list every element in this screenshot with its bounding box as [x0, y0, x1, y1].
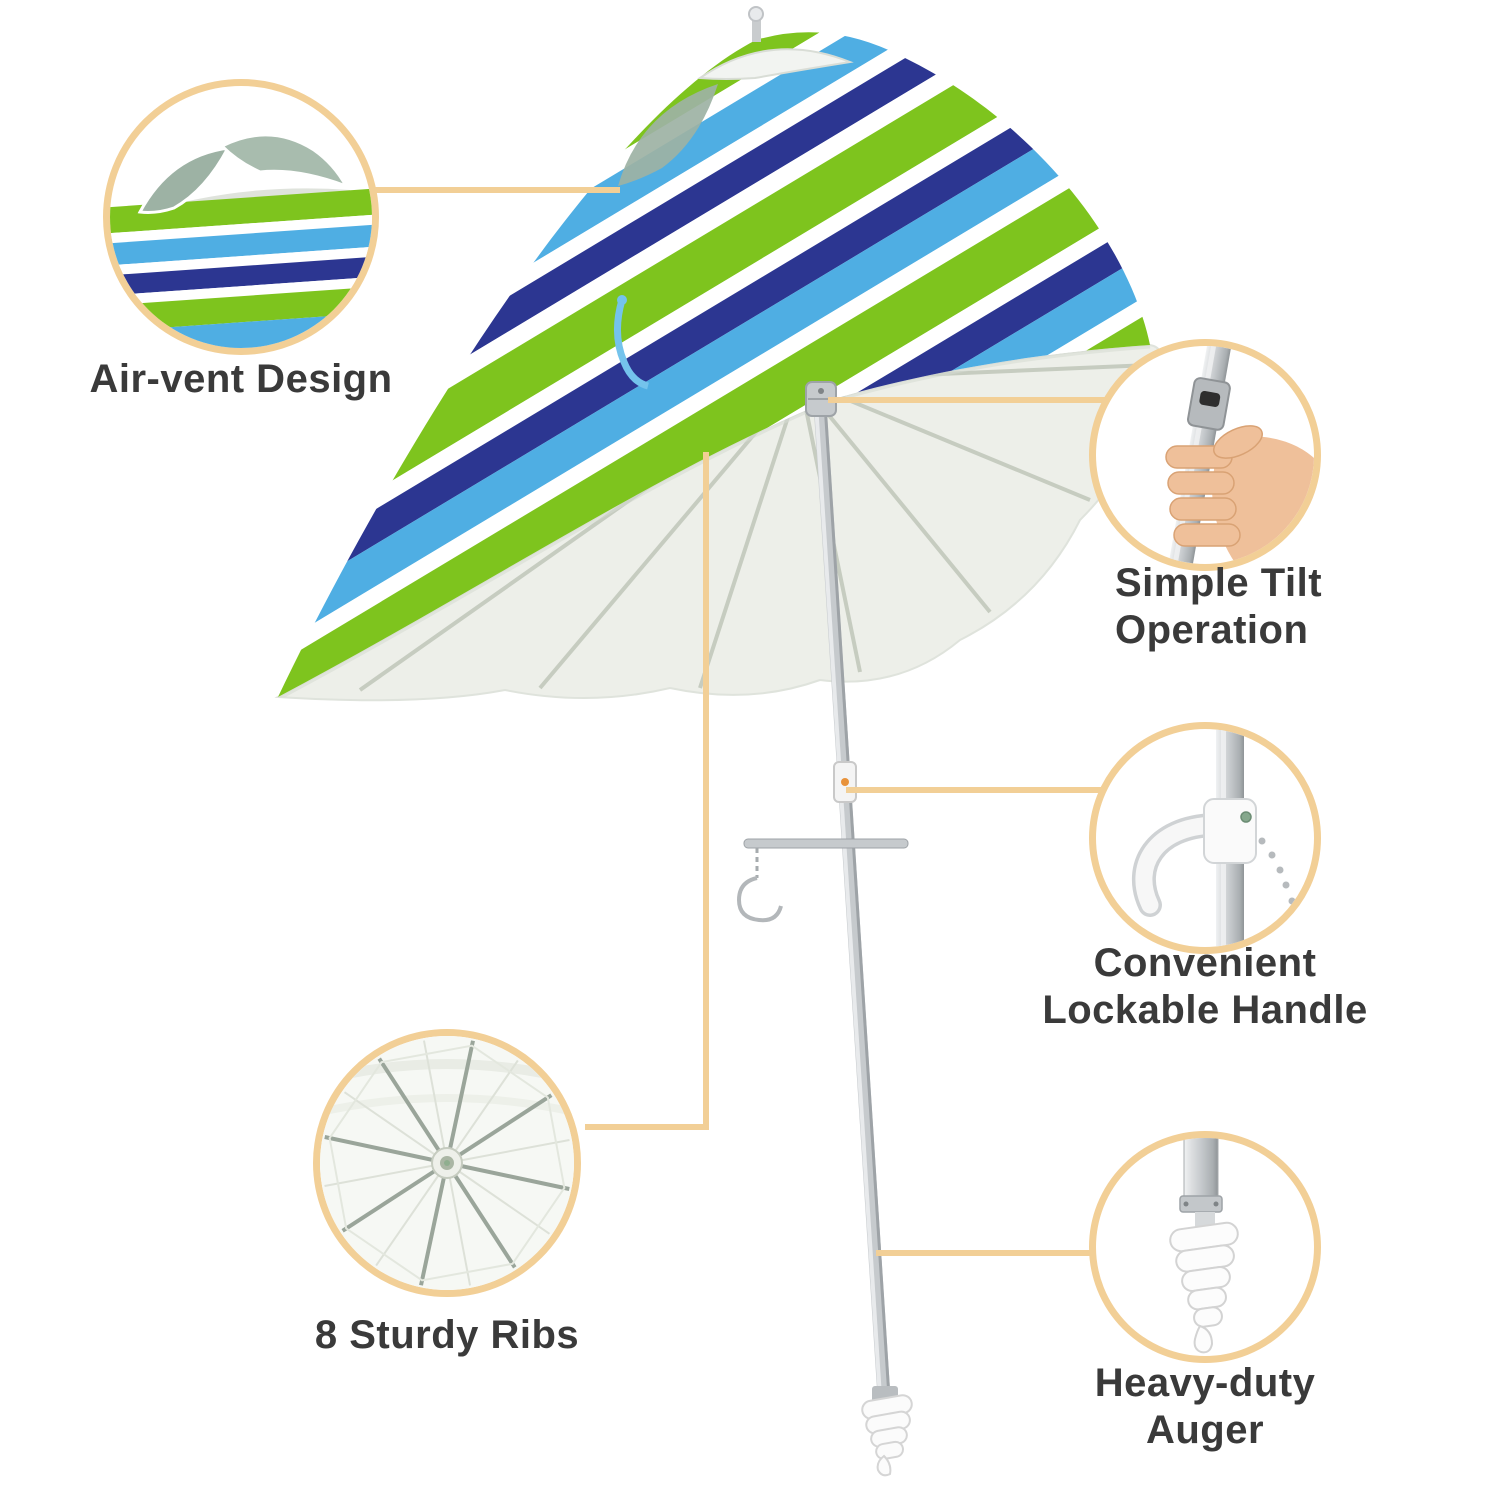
label-line: Simple Tilt: [1115, 561, 1323, 605]
callout-air-vent: [103, 79, 379, 355]
callout-handle: [1089, 722, 1321, 954]
tilt-joint: [805, 381, 837, 417]
canopy-underside: [274, 343, 1162, 702]
label-line: Auger: [1145, 1408, 1265, 1453]
label-line: 8 Sturdy Ribs: [314, 1313, 580, 1357]
air-vent-zoom-illustration: [110, 133, 372, 348]
label-line: Air-vent Design: [89, 357, 393, 401]
callout-tilt: [1089, 339, 1321, 571]
label-auger: Heavy-duty Auger: [1005, 1360, 1405, 1454]
label-ribs: 8 Sturdy Ribs: [247, 1312, 647, 1359]
leader-line-ribs: [585, 452, 709, 1130]
ribs-zoom-illustration: [320, 1036, 574, 1290]
label-line: Lockable Handle: [1042, 988, 1368, 1033]
callout-auger: [1089, 1131, 1321, 1363]
lock-collar: [833, 761, 857, 803]
auger-zoom-illustration: [1169, 1138, 1239, 1354]
handle-zoom-illustration: [1131, 729, 1304, 947]
label-handle: Convenient Lockable Handle: [1005, 940, 1405, 1034]
label-line: Heavy-duty: [1094, 1361, 1316, 1405]
air-vent-cap: [618, 6, 854, 186]
label-tilt: Simple Tilt Operation: [1115, 560, 1322, 654]
hanging-hook-shelf: [736, 838, 909, 923]
vent-flaps: [137, 133, 350, 214]
label-line: Operation: [1115, 608, 1309, 653]
label-air-vent: Air-vent Design: [41, 356, 441, 403]
auger-tip: [861, 1386, 913, 1477]
label-line: Convenient: [1093, 941, 1317, 985]
tie-ribbon: [613, 295, 650, 390]
pole: [736, 381, 913, 1477]
tilt-zoom-illustration: [1165, 346, 1314, 564]
callout-ribs: [313, 1029, 581, 1297]
leader-lines: [370, 187, 1110, 1256]
